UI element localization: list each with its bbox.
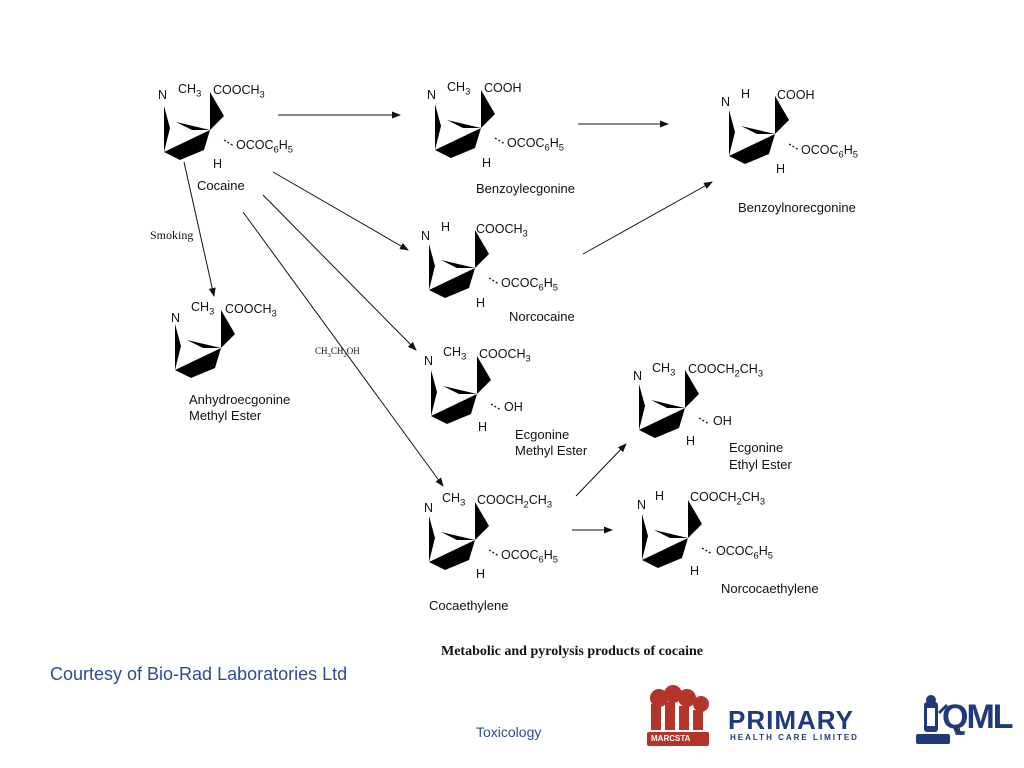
substituent-1: COOCH3 [213, 83, 265, 100]
compound-name-ecgonine: Ecgonine [515, 427, 570, 442]
n-atom-label: N [721, 95, 731, 109]
substituent-1: COOCH2CH3 [688, 362, 764, 379]
hydrogen-label: H [478, 420, 488, 434]
ethanol-label: CH3CH2OH [315, 346, 360, 359]
n-substituent: CH3 [652, 361, 676, 378]
hydrogen-label: H [686, 434, 696, 448]
n-substituent: CH3 [178, 82, 202, 99]
n-atom-label: N [171, 311, 181, 325]
substituent-2: OCOC6H5 [801, 143, 858, 160]
page-number: 9 [954, 724, 961, 738]
benzoylecgonine-structure [435, 84, 506, 158]
arrow-cocaine-to-cocaethylene [242, 211, 444, 487]
arrow-norcocaine-to-benzoylnorecgonine [582, 181, 713, 255]
compound-name-benzoylecgonine: Benzoylecgonine [476, 181, 576, 196]
n-substituent: CH3 [442, 491, 466, 508]
footer-label: Toxicology [476, 724, 542, 740]
marcsta-logo-text: MARCSTA [651, 734, 691, 743]
compound-name-anhydroecgonine: Anhydroecgonine [189, 392, 291, 407]
substituent-2: OCOC6H5 [716, 544, 773, 561]
norcocaine-structure [429, 224, 500, 298]
n-atom-label: N [424, 354, 434, 368]
n-substituent: CH3 [443, 345, 467, 362]
compound-name-ecgonine-line2: Methyl Ester [515, 443, 588, 458]
substituent-2: OCOC6H5 [501, 276, 558, 293]
primary-logo-subtext: HEALTH CARE LIMITED [730, 733, 859, 742]
substituent-1: COOCH3 [479, 347, 531, 364]
qml-logo-text: QML [942, 698, 1014, 736]
substituent-1: COOH [777, 88, 815, 102]
norcocaethylene-structure [642, 494, 713, 568]
compound-name-ecgonine-line2: Ethyl Ester [729, 457, 792, 472]
smoking-label: Smoking [150, 228, 194, 242]
compound-name-norcocaine: Norcocaine [509, 309, 575, 324]
arrow-cocaine-to-anhydroecgonine [183, 161, 216, 297]
compound-name-cocaine: Cocaine [197, 178, 245, 193]
arrow-cocaethylene-to-ecgonine-ethyl-ester [575, 443, 627, 497]
arrow-cocaine-to-norcocaine [272, 171, 409, 251]
compound-name-cocaethylene: Cocaethylene [429, 598, 509, 613]
n-atom-label: N [427, 88, 437, 102]
compound-name-anhydroecgonine-line2: Methyl Ester [189, 408, 262, 423]
substituent-1: COOH [484, 81, 522, 95]
substituent-1: COOCH3 [225, 302, 277, 319]
n-substituent: H [655, 489, 665, 503]
substituent-2: OCOC6H5 [501, 548, 558, 565]
n-substituent: H [741, 87, 751, 101]
ecgonine-ethyl-ester-structure [639, 364, 710, 438]
n-atom-label: N [633, 369, 643, 383]
n-atom-label: N [158, 88, 168, 102]
n-substituent: CH3 [191, 300, 215, 317]
compound-name-benzoylnorecgonine: Benzoylnorecgonine [738, 200, 856, 215]
primary-logo: PRIMARY HEALTH CARE LIMITED [728, 705, 904, 745]
arrow-cocaine-to-ecgonine-methyl-ester [262, 194, 417, 351]
substituent-2: OH [504, 400, 523, 414]
cocaine-structure [164, 86, 235, 160]
hydrogen-label: H [213, 157, 223, 171]
courtesy-text: Courtesy of Bio-Rad Laboratories Ltd [50, 664, 348, 684]
n-atom-label: N [421, 229, 431, 243]
hydrogen-label: H [690, 564, 700, 578]
n-atom-label: N [424, 501, 434, 515]
substituent-2: OCOC6H5 [236, 138, 293, 155]
n-atom-label: N [637, 498, 647, 512]
n-substituent: H [441, 220, 451, 234]
substituent-1: COOCH3 [476, 222, 528, 239]
qml-logo: QML [912, 694, 1014, 750]
compound-name-ecgonine: Ecgonine [729, 440, 784, 455]
compound-name-norcocaethylene: Norcocaethylene [721, 581, 819, 596]
substituent-1: COOCH2CH3 [690, 490, 766, 507]
primary-logo-text: PRIMARY [728, 705, 854, 735]
hydrogen-label: H [476, 296, 486, 310]
substituent-2: OH [713, 414, 732, 428]
hydrogen-label: H [776, 162, 786, 176]
hydrogen-label: H [476, 567, 486, 581]
substituent-1: COOCH2CH3 [477, 493, 553, 510]
marcsta-logo: MARCSTA [645, 682, 717, 748]
hydrogen-label: H [482, 156, 492, 170]
cocaethylene-structure [429, 496, 500, 570]
n-substituent: CH3 [447, 80, 471, 97]
ecgonine-methyl-ester-structure [431, 350, 502, 424]
substituent-2: OCOC6H5 [507, 136, 564, 153]
diagram-caption: Metabolic and pyrolysis products of coca… [441, 644, 703, 659]
benzoylnorecgonine-structure [729, 90, 800, 164]
